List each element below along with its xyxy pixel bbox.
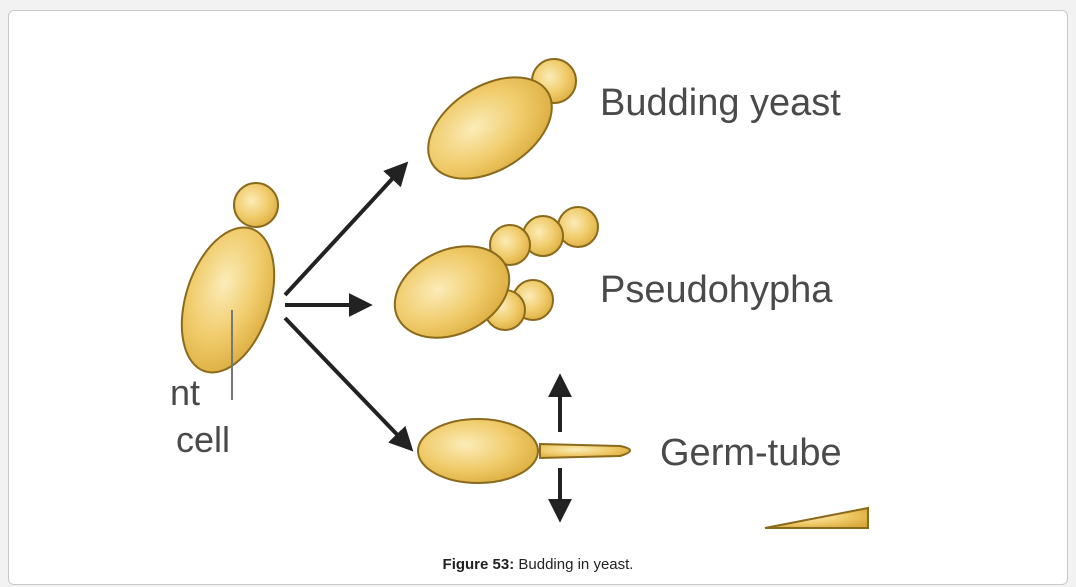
caption-prefix: Figure 53: [443,556,515,573]
cropped-cell-fragment [765,508,868,528]
arrow-to-germ-tube [285,318,410,448]
figure-caption: Figure 53: Budding in yeast. [0,556,1076,573]
label-germ-tube: Germ-tube [660,432,842,474]
caption-text: Budding in yeast. [514,556,633,573]
arrow-to-budding [285,165,405,295]
label-pseudohypha: Pseudohypha [600,269,833,311]
yeast-morphology-diagram: Budding yeast Pseudohypha Germ-tube nt c… [170,50,870,530]
label-partial-left-top: nt [170,372,200,413]
germ-tube-cell [418,419,630,483]
label-budding-yeast: Budding yeast [600,82,841,124]
parent-cell [170,183,291,400]
budding-yeast-cell [410,56,576,199]
label-partial-left-bottom: cell [176,419,230,460]
pseudohypha-cell [380,207,598,355]
